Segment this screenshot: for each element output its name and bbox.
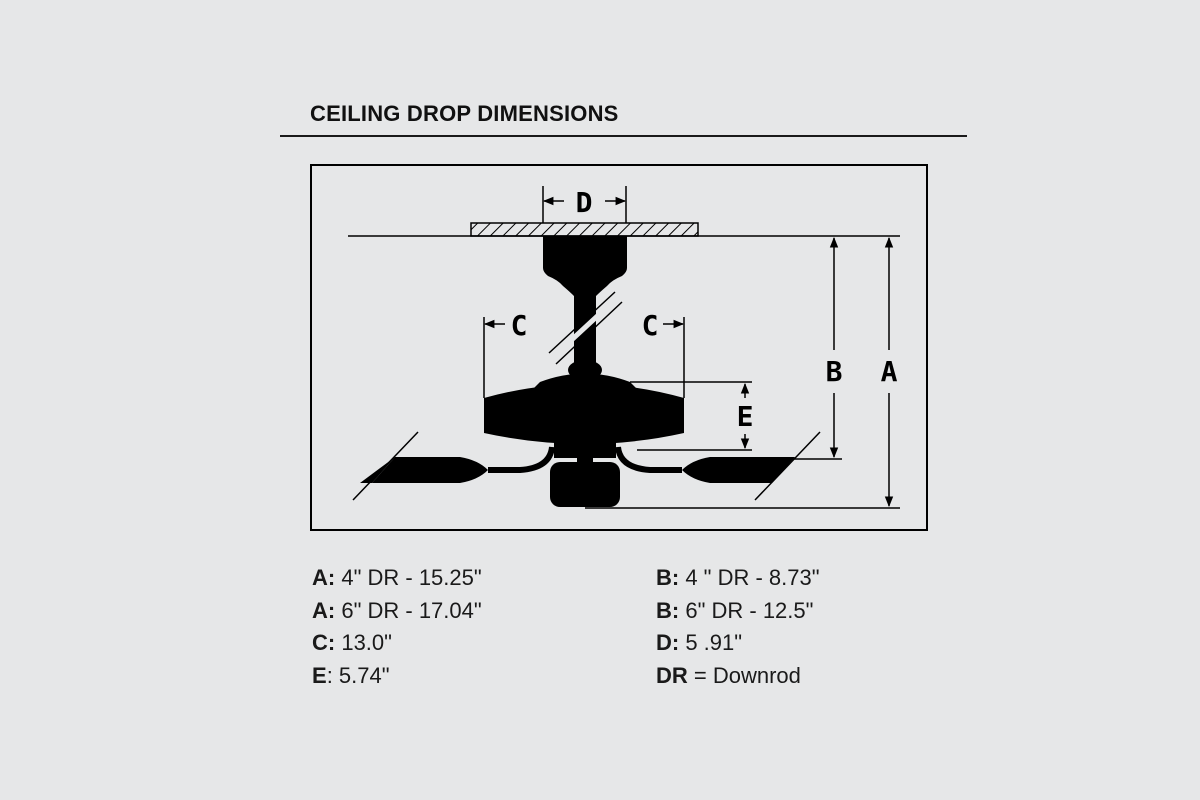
diagram-title: CEILING DROP DIMENSIONS xyxy=(310,101,619,126)
specs-left-column: A: 4" DR - 15.25" A: 6" DR - 17.04" C: 1… xyxy=(312,562,482,692)
spec-c: C: 13.0" xyxy=(312,630,392,655)
blade-left xyxy=(372,457,488,483)
spec-a-6in: A: 6" DR - 17.04" xyxy=(312,597,482,623)
label-a: A xyxy=(881,355,898,388)
ceiling-plate xyxy=(470,222,699,237)
specs-right-column: B: 4 " DR - 8.73" B: 6" DR - 12.5" D: 5 … xyxy=(656,562,820,692)
spec-e: E: 5.74" xyxy=(312,662,390,688)
motor-housing xyxy=(484,384,684,444)
label-e: E xyxy=(737,400,754,433)
label-d: D xyxy=(576,186,593,219)
spec-d: D: 5 .91" xyxy=(656,630,743,655)
blade-right xyxy=(682,457,795,483)
diagram-frame xyxy=(310,164,928,531)
spec-b-4in: B: 4 " DR - 8.73" xyxy=(656,565,820,590)
canopy xyxy=(543,236,627,296)
label-c-right: C xyxy=(642,309,659,342)
spec-a-4in: A: 4" DR - 15.25" xyxy=(312,565,482,590)
label-c-left: C xyxy=(511,309,528,342)
label-b: B xyxy=(826,355,843,388)
spec-dr-legend: DR = Downrod xyxy=(656,662,801,688)
light-kit xyxy=(550,462,620,507)
title-divider xyxy=(280,135,967,137)
spec-b-6in: B: 6" DR - 12.5" xyxy=(656,597,814,623)
